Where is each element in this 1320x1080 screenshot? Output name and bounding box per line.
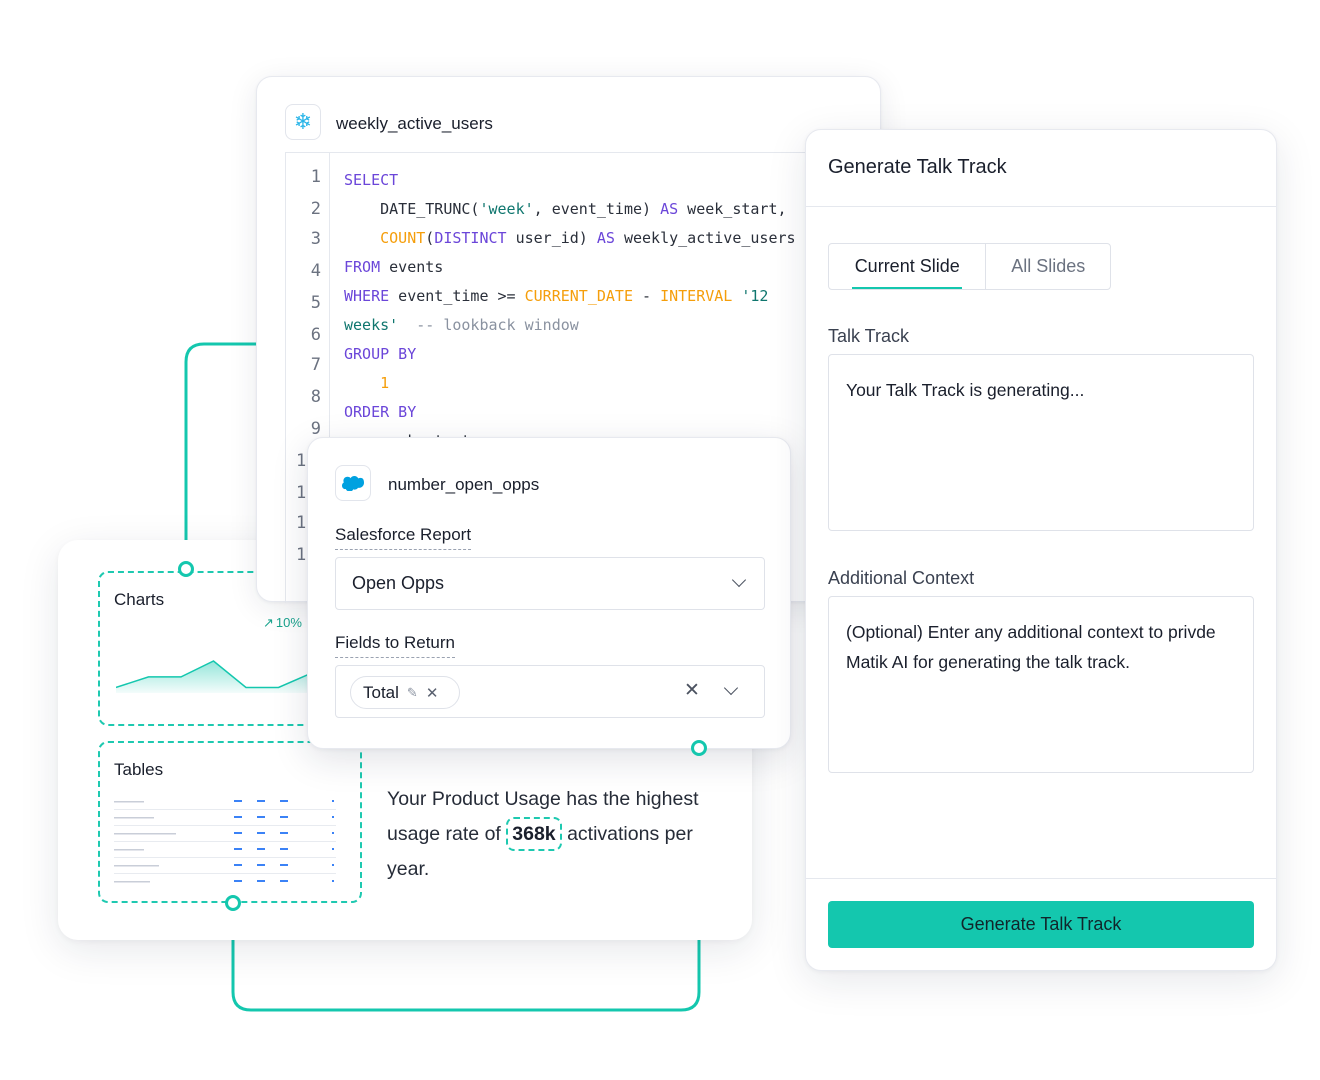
talk-track-output[interactable]: Your Talk Track is generating...: [828, 354, 1254, 531]
line-number: 7: [310, 355, 321, 375]
usage-text-after: activations per year.: [387, 823, 693, 880]
report-label: Salesforce Report: [335, 525, 472, 550]
line-number: 8: [310, 387, 321, 407]
query-name: number_open_opps: [388, 475, 540, 494]
usage-text-before: Your Product Usage has the highest usage…: [387, 788, 699, 845]
usage-value-placeholder[interactable]: 368k: [506, 817, 562, 851]
chart-series-line: [116, 660, 311, 689]
line-number: 1: [296, 545, 307, 565]
talk-track-status: Your Talk Track is generating...: [846, 380, 1085, 400]
growth-indicator: ↗10%: [263, 615, 302, 631]
tables-placeholder[interactable]: Tables: [98, 741, 362, 903]
field-tag[interactable]: Total ✎ ✕: [350, 676, 460, 709]
pencil-icon[interactable]: ✎: [406, 684, 418, 700]
additional-context-input[interactable]: (Optional) Enter any additional context …: [828, 596, 1254, 773]
line-number: 1: [310, 167, 321, 187]
tables-title: Tables: [114, 760, 164, 779]
line-number: 4: [310, 261, 321, 281]
salesforce-query-card: number_open_opps Salesforce Report Open …: [307, 437, 791, 749]
tab-all-slides[interactable]: All Slides: [1011, 256, 1086, 276]
chevron-down-icon: [731, 572, 747, 588]
panel-title: Generate Talk Track: [828, 156, 1007, 178]
line-number: 3: [310, 229, 321, 249]
line-number: 5: [310, 293, 321, 313]
generate-talk-track-button[interactable]: Generate Talk Track: [828, 901, 1254, 948]
talk-track-panel: Generate Talk Track Current Slide All Sl…: [805, 129, 1277, 971]
connector-sql-to-charts: [184, 342, 260, 568]
remove-tag-icon[interactable]: ✕: [425, 684, 439, 702]
line-number: 2: [310, 199, 321, 219]
connector-node: [225, 895, 241, 911]
table-thumbnail: [114, 800, 336, 883]
trend-up-icon: ↗: [263, 615, 274, 630]
report-select[interactable]: Open Opps: [335, 557, 765, 610]
clear-icon[interactable]: ✕: [684, 680, 700, 701]
sql-code: SELECT DATE_TRUNC('week', event_time) AS…: [344, 171, 796, 450]
talk-track-label: Talk Track: [828, 326, 910, 346]
additional-context-placeholder: (Optional) Enter any additional context …: [846, 622, 1216, 672]
divider: [806, 878, 1276, 879]
line-number: 6: [310, 325, 321, 345]
connector-node: [691, 740, 707, 756]
additional-context-label: Additional Context: [828, 568, 975, 588]
divider: [806, 206, 1276, 207]
snowflake-icon: ❄: [285, 104, 321, 140]
charts-title: Charts: [114, 590, 165, 609]
chart-area: [116, 661, 311, 693]
chevron-down-icon[interactable]: [723, 680, 739, 696]
code-editor[interactable]: 1 2 3 4 5 6 7 8 9 1 1 1 1 SELECT DATE_TR…: [285, 152, 882, 603]
line-number: 1: [296, 513, 307, 533]
line-number-gutter: 1 2 3 4 5 6 7 8 9 1 1 1 1: [286, 153, 330, 603]
report-select-value: Open Opps: [352, 573, 445, 593]
line-number: 1: [296, 483, 307, 503]
usage-statement: Your Product Usage has the highest usage…: [387, 782, 707, 887]
connector-node: [178, 561, 194, 577]
field-tag-label: Total: [363, 682, 399, 702]
slide-scope-tabs: Current Slide All Slides: [828, 243, 1111, 290]
fields-multiselect[interactable]: Total ✎ ✕ ✕: [335, 665, 765, 718]
line-number: 1: [296, 451, 307, 471]
query-name: weekly_active_users: [336, 114, 493, 133]
tab-current-slide[interactable]: Current Slide: [829, 244, 987, 289]
growth-value: 10%: [275, 615, 302, 630]
salesforce-icon: [335, 465, 371, 501]
fields-label: Fields to Return: [335, 633, 455, 658]
sparkline-chart: [116, 660, 311, 693]
line-number: 9: [310, 419, 321, 439]
